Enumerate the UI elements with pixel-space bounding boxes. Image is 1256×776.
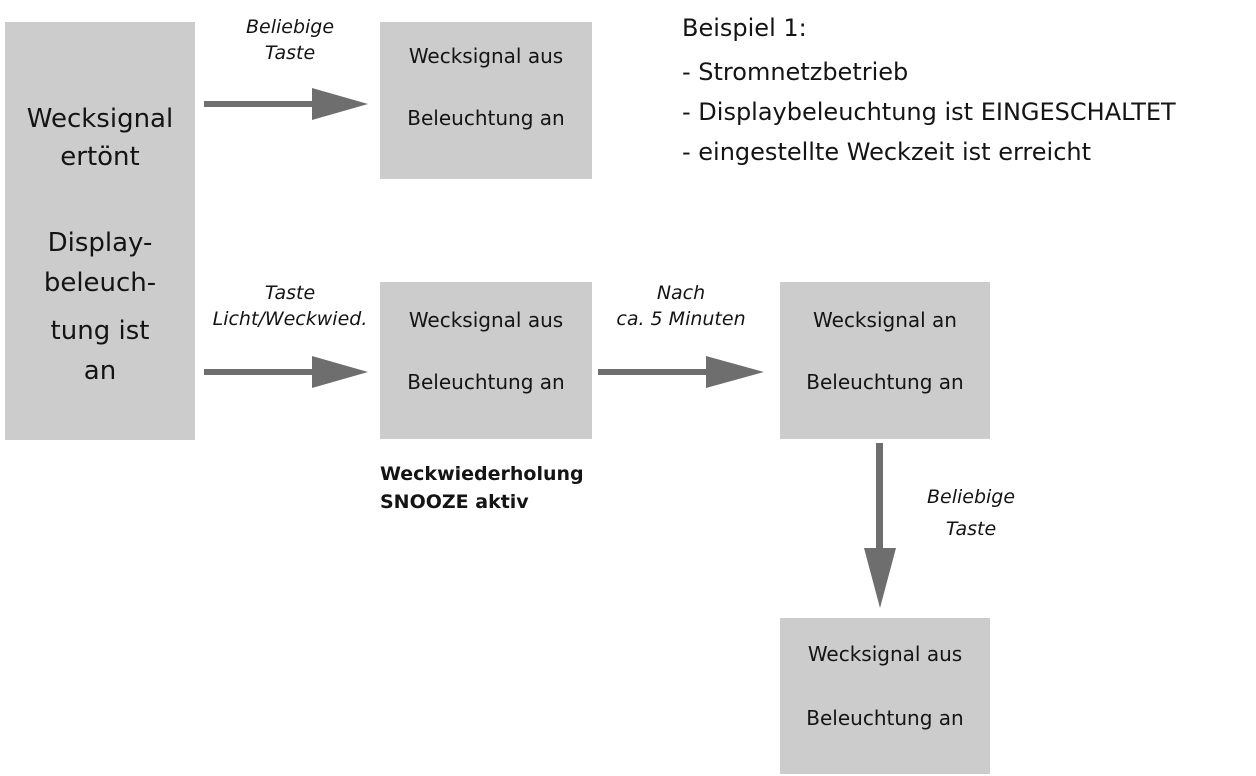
snooze-note: Weckwiederholung SNOOZE aktiv <box>380 460 584 516</box>
start-box-line-3: Display- <box>47 228 153 258</box>
legend-title: Beispiel 1: <box>682 14 807 42</box>
arrow-to-top-box <box>204 88 368 120</box>
ringing-box: Wecksignal an Beleuchtung an <box>780 282 990 439</box>
edge-label-light-key-line-2: Licht/Weckwied. <box>212 308 368 330</box>
top-result-box: Wecksignal aus Beleuchtung an <box>380 22 592 179</box>
top-result-line-1: Wecksignal aus <box>408 44 564 68</box>
edge-label-after-5-minutes-line-2: ca. 5 Minuten <box>616 308 746 330</box>
bottom-result-line-2: Beleuchtung an <box>806 706 964 730</box>
start-box-line-4: beleuch- <box>43 268 157 298</box>
ringing-box-line-1: Wecksignal an <box>813 308 957 332</box>
edge-label-after-5-minutes-line-1: Nach <box>656 282 706 304</box>
arrow-to-snooze-box <box>204 356 368 388</box>
edge-label-after-5-minutes: Nach ca. 5 Minuten <box>596 280 766 332</box>
snooze-note-line-2: SNOOZE aktiv <box>380 491 529 513</box>
edge-label-any-key-top: Beliebige Taste <box>210 14 370 66</box>
arrow-to-bottom-box <box>864 443 896 608</box>
legend-item-backlight: - Displaybeleuchtung ist EINGESCHALTET <box>682 98 1176 126</box>
bottom-result-line-1: Wecksignal aus <box>807 642 963 666</box>
start-box-line-1: Wecksignal <box>26 104 174 134</box>
edge-label-light-key: Taste Licht/Weckwied. <box>200 280 380 332</box>
legend: Beispiel 1: - Stromnetzbetrieb - Display… <box>682 8 1176 172</box>
edge-label-any-key-top-line-1: Beliebige <box>245 16 335 38</box>
snooze-note-line-1: Weckwiederholung <box>380 463 584 485</box>
start-box: Wecksignal ertönt Display- beleuch- tung… <box>5 22 195 440</box>
start-box-line-2: ertönt <box>60 142 140 172</box>
snooze-box-line-1: Wecksignal aus <box>408 308 564 332</box>
edge-label-any-key-down-line-1: Beliebige <box>926 486 1016 508</box>
start-box-line-6: an <box>83 356 117 386</box>
edge-label-any-key-top-line-2: Taste <box>264 42 316 64</box>
legend-item-power: - Stromnetzbetrieb <box>682 58 909 86</box>
snooze-box-line-2: Beleuchtung an <box>407 370 565 394</box>
edge-label-light-key-line-1: Taste <box>264 282 316 304</box>
ringing-box-line-2: Beleuchtung an <box>806 370 964 394</box>
arrow-to-ringing-box <box>598 356 764 388</box>
edge-label-any-key-down: Beliebige Taste <box>906 484 1036 542</box>
start-box-line-5: tung ist <box>50 316 150 346</box>
legend-item-alarm-time: - eingestellte Weckzeit ist erreicht <box>682 138 1092 166</box>
snooze-box: Wecksignal aus Beleuchtung an <box>380 282 592 439</box>
top-result-line-2: Beleuchtung an <box>407 106 565 130</box>
bottom-result-box: Wecksignal aus Beleuchtung an <box>780 618 990 774</box>
edge-label-any-key-down-line-2: Taste <box>945 518 997 540</box>
